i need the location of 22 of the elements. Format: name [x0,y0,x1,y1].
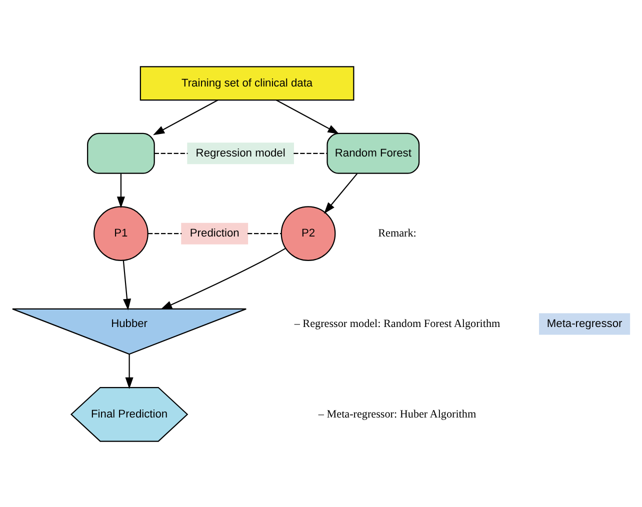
arrow [324,172,358,214]
label: – Meta-regressor: Huber Algorithm [318,408,476,420]
node-box: Regression model [187,142,294,164]
connector [248,232,282,234]
label: Remark: [378,226,416,239]
arrow [153,99,218,135]
connector [154,152,188,154]
node-circle: P1 [94,206,148,261]
node-circle: P2 [280,206,336,261]
arrow [125,354,134,388]
arrow [122,260,132,310]
arrow [276,99,340,134]
label: – Regressor model: Random Forest Algorithm [294,317,500,330]
arrow [116,173,125,208]
node-box: Random Forest [326,132,420,174]
node-box: Meta-regressor [539,312,630,334]
connector [148,232,182,234]
node-box [87,132,155,174]
node-box: Prediction [181,222,248,244]
node-box: Training set of clinical data [140,66,354,100]
connector [294,152,328,154]
arrow [160,247,286,310]
